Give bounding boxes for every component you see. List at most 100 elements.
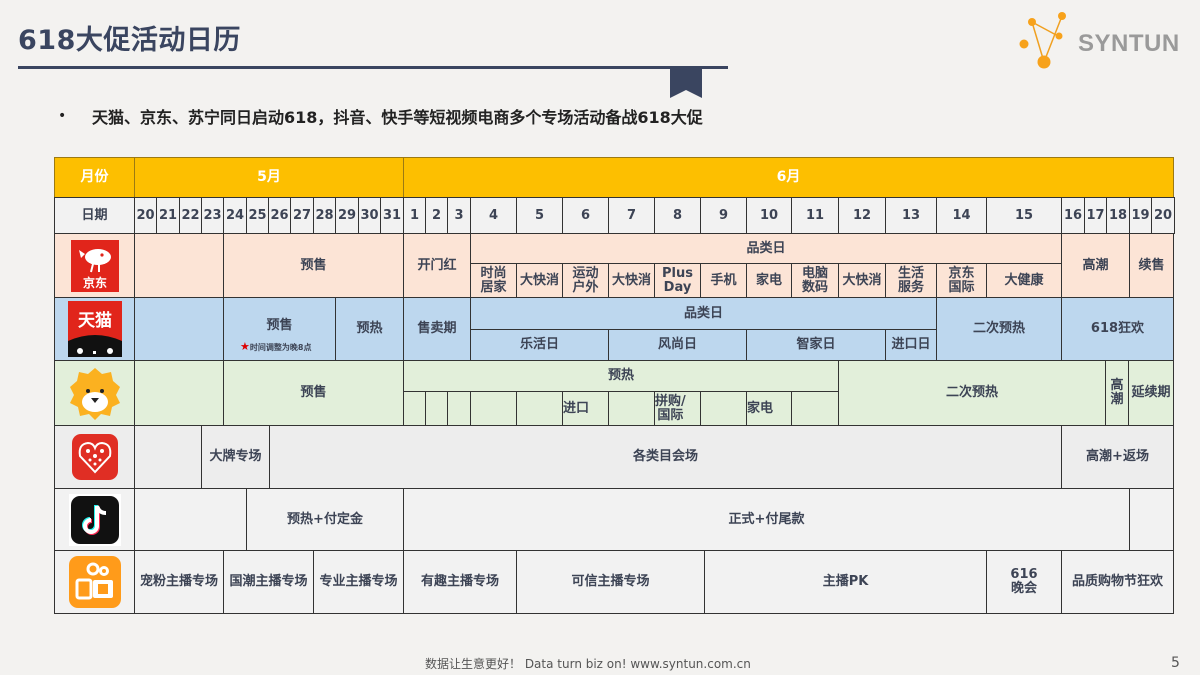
date-cell: 6	[562, 197, 609, 234]
date-cell: 13	[885, 197, 937, 234]
title-divider	[18, 66, 728, 69]
date-cell: 1	[403, 197, 426, 234]
month-june: 6月	[403, 157, 1174, 198]
douyin-empty	[134, 488, 247, 551]
pdd-category: 各类目会场	[269, 425, 1062, 489]
kuaishou-session-0: 宠粉主播专场	[134, 550, 224, 614]
suning-sub-cell	[700, 391, 747, 426]
date-cell: 2	[425, 197, 448, 234]
suning-sub-cell	[608, 391, 655, 426]
date-cell: 12	[838, 197, 886, 234]
date-cell: 7	[608, 197, 655, 234]
jd-category-cell: 运动 户外	[562, 263, 609, 298]
jd-category-cell: 电脑 数码	[791, 263, 839, 298]
date-cell: 3	[447, 197, 471, 234]
jd-category-cell: 大快消	[608, 263, 655, 298]
date-cell: 30	[358, 197, 381, 234]
date-cell: 20	[1151, 197, 1175, 234]
date-cell: 22	[179, 197, 202, 234]
douyin-empty-end	[1129, 488, 1174, 551]
jd-category-day: 品类日	[470, 233, 1062, 264]
platform-jd: 京东	[54, 233, 135, 298]
suning-sub-cell	[791, 391, 840, 426]
tmall-cat-3: 进口日	[885, 329, 937, 361]
tmall-presale-note: ★时间调整为晚8点	[240, 340, 312, 353]
month-may: 5月	[134, 157, 404, 198]
date-cell: 31	[380, 197, 404, 234]
date-cell: 19	[1129, 197, 1152, 234]
jd-climax: 高潮	[1061, 233, 1130, 298]
suning-preheat: 预热	[403, 360, 839, 392]
suning-climax: 高 潮	[1105, 360, 1129, 426]
date-cell: 8	[654, 197, 701, 234]
date-cell: 17	[1084, 197, 1107, 234]
kuaishou-session-7: 品质购物节狂欢	[1061, 550, 1174, 614]
douyin-deposit: 预热+付定金	[246, 488, 404, 551]
kuaishou-session-2: 专业主播专场	[313, 550, 404, 614]
jd-open: 开门红	[403, 233, 471, 298]
page-number: 5	[1171, 655, 1180, 671]
date-cell: 29	[335, 197, 359, 234]
jd-empty	[134, 233, 224, 298]
date-cell: 16	[1061, 197, 1085, 234]
tmall-second-preheat: 二次预热	[936, 297, 1062, 361]
bookmark-icon	[670, 66, 702, 98]
tmall-cat-1: 风尚日	[608, 329, 747, 361]
date-cell: 4	[470, 197, 517, 234]
month-header-label: 月份	[54, 157, 135, 198]
suning-extend: 延续期	[1128, 360, 1174, 426]
jd-category-cell: 京东 国际	[936, 263, 987, 298]
footer-slogan: 数据让生意更好！ Data turn biz on! www.syntun.co…	[425, 657, 751, 671]
kuaishou-session-3: 有趣主播专场	[403, 550, 517, 614]
suning-sub-cell: 家电	[746, 391, 792, 426]
suning-presale: 预售	[223, 360, 404, 426]
jd-category-cell: 家电	[746, 263, 792, 298]
suning-second-preheat: 二次预热	[838, 360, 1106, 426]
date-cell: 5	[516, 197, 563, 234]
pdd-logo-icon	[71, 434, 118, 480]
suning-sub-cell	[403, 391, 426, 426]
jd-logo-icon: 京东	[70, 239, 119, 292]
pdd-empty	[134, 425, 202, 489]
suning-sub-cell	[470, 391, 517, 426]
date-cell: 26	[268, 197, 291, 234]
platform-douyin	[54, 488, 135, 551]
date-cell: 27	[290, 197, 314, 234]
date-cell: 9	[700, 197, 747, 234]
star-icon: ★	[240, 340, 250, 353]
jd-presale: 预售	[223, 233, 404, 298]
pdd-climax: 高潮+返场	[1061, 425, 1174, 489]
date-header-label: 日期	[54, 197, 135, 234]
date-cell: 23	[201, 197, 224, 234]
jd-category-cell: 时尚 居家	[470, 263, 517, 298]
svg-text:天猫: 天猫	[78, 310, 112, 331]
kuaishou-logo-icon	[68, 556, 121, 608]
suning-sub-cell	[447, 391, 471, 426]
tmall-empty	[134, 297, 224, 361]
date-cell: 25	[246, 197, 269, 234]
kuaishou-session-5: 主播PK	[704, 550, 987, 614]
suning-logo-icon	[69, 368, 120, 420]
date-cell: 21	[156, 197, 180, 234]
kuaishou-session-4: 可信主播专场	[516, 550, 705, 614]
date-cell: 14	[936, 197, 987, 234]
suning-sub-cell: 进口	[562, 391, 609, 426]
tmall-cat-0: 乐活日	[470, 329, 609, 361]
date-cell: 28	[313, 197, 336, 234]
jd-category-cell: 大健康	[986, 263, 1062, 298]
kuaishou-session-6: 616 晚会	[986, 550, 1062, 614]
jd-category-cell: 手机	[700, 263, 747, 298]
platform-tmall: 天猫	[54, 297, 135, 361]
douyin-logo-icon	[68, 493, 121, 546]
platform-suning	[54, 360, 135, 426]
date-cell: 18	[1106, 197, 1130, 234]
date-cell: 24	[223, 197, 247, 234]
platform-pdd	[54, 425, 135, 489]
douyin-formal: 正式+付尾款	[403, 488, 1130, 551]
tmall-presale-label: 预售	[266, 318, 293, 334]
logo-text: SYNTUN	[1078, 30, 1180, 57]
tmall-sale: 售卖期	[403, 297, 471, 361]
suning-empty	[134, 360, 224, 426]
jd-category-cell: 大快消	[516, 263, 563, 298]
platform-kuaishou	[54, 550, 135, 614]
